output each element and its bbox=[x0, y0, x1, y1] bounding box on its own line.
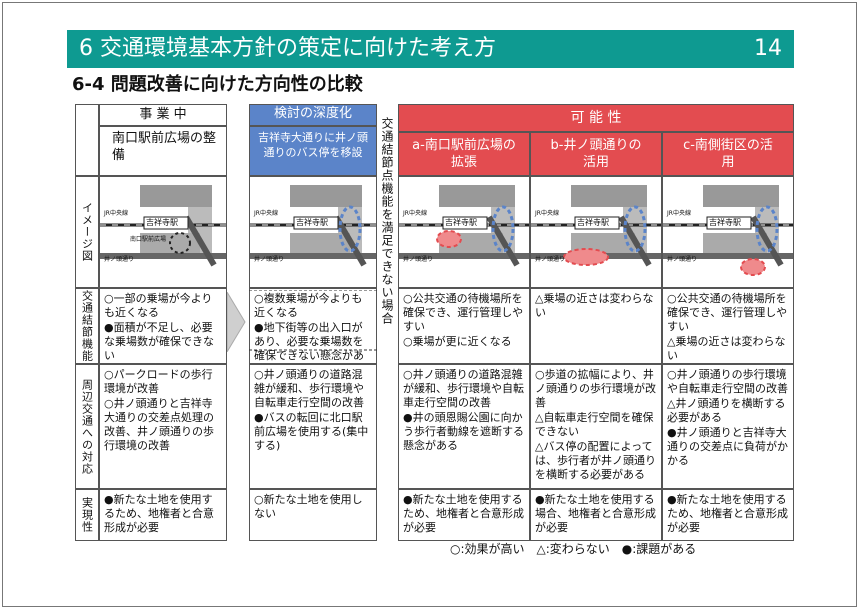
map-rail-label: JR中央線 bbox=[104, 210, 128, 217]
map-station-label: 吉祥寺駅 bbox=[146, 218, 178, 227]
dashed-connector bbox=[249, 290, 377, 351]
cell-transport-col2: ○公共交通の待機場所を確保でき、運行管理しやすい ○乗場が更に近くなる bbox=[398, 288, 530, 364]
map-col2: JR中央線吉祥寺駅井ノ頭通り bbox=[398, 176, 530, 288]
subheader-col0: 南口駅前広場の整備 bbox=[99, 126, 227, 176]
cell-item: ●バスの転回に北口駅前広場を使用する(集中する) bbox=[254, 411, 369, 452]
map-road-label: 井ノ頭通り bbox=[403, 256, 434, 263]
cell-feasibility-col4: ●新たな土地を使用するため、地権者と合意形成が必要 bbox=[662, 489, 794, 541]
row-label-surround: 周辺交通への対応 bbox=[75, 364, 99, 489]
vertical-note: 交通結節点機能を満足できない場合 bbox=[380, 117, 394, 325]
cell-item: ●面積が不足し、必要な乗場数が確保できない bbox=[104, 321, 214, 362]
cell-item: ●新たな土地を使用するため、地権者と合意形成が必要 bbox=[104, 493, 214, 534]
cell-item: ○井ノ頭通りの道路混雑が緩和、歩行環境や自転車走行空間の改善 bbox=[254, 368, 364, 409]
subheader-col1: 吉祥寺大通りに井ノ頭通りのバス停を移設 bbox=[249, 126, 377, 176]
cell-item: △井ノ頭通りを横断する必要がある bbox=[667, 397, 786, 424]
cell-item: ○歩道の拡幅により、井ノ頭通りの歩行環境が改善 bbox=[535, 368, 656, 409]
cell-transport-col1: ○複数乗場が今よりも近くなる●地下街等の出入口があり、必要な乗場数を確保できない… bbox=[249, 288, 377, 376]
cell-transport-col4: ○公共交通の待機場所を確保でき、運行管理しやすい△乗場の近さは変わらない bbox=[662, 288, 794, 364]
subheader-col4: c-南側街区の活用 bbox=[662, 132, 794, 176]
map-col0: JR中央線吉祥寺駅井ノ頭通り 南口駅前広場 bbox=[99, 176, 227, 288]
map-rail-label: JR中央線 bbox=[403, 210, 427, 217]
corner-cell bbox=[75, 104, 99, 176]
map-station-label: 吉祥寺駅 bbox=[445, 218, 477, 227]
header-possibility: 可 能 性 bbox=[398, 104, 794, 132]
page-number: 14 bbox=[754, 36, 782, 61]
subheader-col3: b-井ノ頭通りの活用 bbox=[530, 132, 662, 176]
map-rail-label: JR中央線 bbox=[535, 210, 559, 217]
cell-surround-col1: ○井ノ頭通りの道路混雑が緩和、歩行環境や自転車走行空間の改善●バスの転回に北口駅… bbox=[249, 364, 377, 489]
cell-item: △バス停の配置によっては、歩行者が井ノ頭通りを横断する必要がある bbox=[535, 440, 656, 481]
cell-feasibility-col3: ●新たな土地を使用する場合、地権者と合意形成が必要 bbox=[530, 489, 662, 541]
map-road-label: 井ノ頭通り bbox=[535, 256, 566, 263]
cell-feasibility-col2: ●新たな土地を使用するため、地権者と合意形成が必要 bbox=[398, 489, 530, 541]
cell-item: ○パークロードの歩行環境が改善 bbox=[104, 368, 213, 395]
map-station-label: 吉祥寺駅 bbox=[709, 218, 741, 227]
cell-item: △乗場の近さは変わらない bbox=[667, 335, 786, 362]
cell-transport-col0: ○一部の乗場が今よりも近くなる●面積が不足し、必要な乗場数が確保できない bbox=[99, 288, 227, 364]
row-label-transport: 交通結節機能 bbox=[75, 288, 99, 364]
subheader-col2: a-南口駅前広場の拡張 bbox=[398, 132, 530, 176]
cell-item: ○新たな土地を使用しない bbox=[254, 493, 363, 520]
header-in-progress: 事 業 中 bbox=[99, 104, 227, 126]
cell-item: ○井ノ頭通りの道路混雑が緩和、歩行環境や自転車走行空間の改善 bbox=[403, 368, 524, 409]
cell-item: ○乗場が更に近くなる bbox=[403, 335, 512, 348]
cell-feasibility-col1: ○新たな土地を使用しない bbox=[249, 489, 377, 541]
map-plaza-label: 南口駅前広場 bbox=[130, 236, 167, 243]
map-road-label: 井ノ頭通り bbox=[667, 256, 698, 263]
map-station-label: 吉祥寺駅 bbox=[296, 218, 328, 227]
map-col4: JR中央線吉祥寺駅井ノ頭通り bbox=[662, 176, 794, 288]
header-study: 検討の深度化 bbox=[249, 104, 377, 126]
cell-transport-col3: △乗場の近さは変わらない bbox=[530, 288, 662, 364]
map-road-label: 井ノ頭通り bbox=[104, 256, 135, 263]
cell-item: ○公共交通の待機場所を確保でき、運行管理しやすい bbox=[403, 292, 524, 333]
map-station-label: 吉祥寺駅 bbox=[577, 218, 609, 227]
legend: ○:効果が高い △:変わらない ●:課題がある bbox=[450, 542, 697, 556]
cell-item: ●井の頭恩賜公園に向かう歩行者動線を遮断する懸念がある bbox=[403, 411, 524, 452]
cell-feasibility-col0: ●新たな土地を使用するため、地権者と合意形成が必要 bbox=[99, 489, 227, 541]
cell-item: ○一部の乗場が今よりも近くなる bbox=[104, 292, 213, 319]
map-col3: JR中央線吉祥寺駅井ノ頭通り bbox=[530, 176, 662, 288]
map-col1: JR中央線吉祥寺駅井ノ頭通り bbox=[249, 176, 377, 288]
cell-item: ○井ノ頭通りと吉祥寺大通りの交差点処理の改善、井ノ頭通りの歩行環境の改善 bbox=[104, 397, 214, 452]
map-road-label: 井ノ頭通り bbox=[254, 256, 285, 263]
title-bar: 6 交通環境基本方針の策定に向けた考え方 14 bbox=[67, 30, 794, 68]
cell-item: ○井ノ頭通りの歩行環境や自転車走行空間の改善 bbox=[667, 368, 788, 395]
cell-item: ●新たな土地を使用するため、地権者と合意形成が必要 bbox=[667, 493, 788, 534]
cell-item: ●新たな土地を使用する場合、地権者と合意形成が必要 bbox=[535, 493, 656, 534]
cell-surround-col2: ○井ノ頭通りの道路混雑が緩和、歩行環境や自転車走行空間の改善●井の頭恩賜公園に向… bbox=[398, 364, 530, 489]
cell-item: ●新たな土地を使用するため、地権者と合意形成が必要 bbox=[403, 493, 524, 534]
row-label-image: イメージ図 bbox=[75, 176, 99, 288]
cell-surround-col0: ○パークロードの歩行環境が改善○井ノ頭通りと吉祥寺大通りの交差点処理の改善、井ノ… bbox=[99, 364, 227, 489]
cell-item: ○複数乗場が今よりも近くなる bbox=[254, 292, 363, 319]
section-subtitle: 6-4 問題改善に向けた方向性の比較 bbox=[72, 74, 363, 95]
cell-item: ●井ノ頭通りと吉祥寺大通りの交差点に負荷がかかる bbox=[667, 426, 788, 467]
cell-item: △乗場の近さは変わらない bbox=[535, 292, 654, 319]
cell-surround-col3: ○歩道の拡幅により、井ノ頭通りの歩行環境が改善△自転車走行空間を確保できない△バ… bbox=[530, 364, 662, 489]
map-rail-label: JR中央線 bbox=[254, 210, 278, 217]
cell-item: △自転車走行空間を確保できない bbox=[535, 411, 654, 438]
cell-surround-col4: ○井ノ頭通りの歩行環境や自転車走行空間の改善△井ノ頭通りを横断する必要がある●井… bbox=[662, 364, 794, 489]
slide-title: 6 交通環境基本方針の策定に向けた考え方 bbox=[79, 36, 496, 61]
map-rail-label: JR中央線 bbox=[667, 210, 691, 217]
row-label-feasibility: 実現性 bbox=[75, 489, 99, 541]
right-arrow-icon bbox=[227, 292, 246, 352]
cell-item: ○公共交通の待機場所を確保でき、運行管理しやすい bbox=[667, 292, 788, 333]
cell-item: ●地下街等の出入口があり、必要な乗場数を確保できない懸念がある bbox=[254, 321, 364, 376]
